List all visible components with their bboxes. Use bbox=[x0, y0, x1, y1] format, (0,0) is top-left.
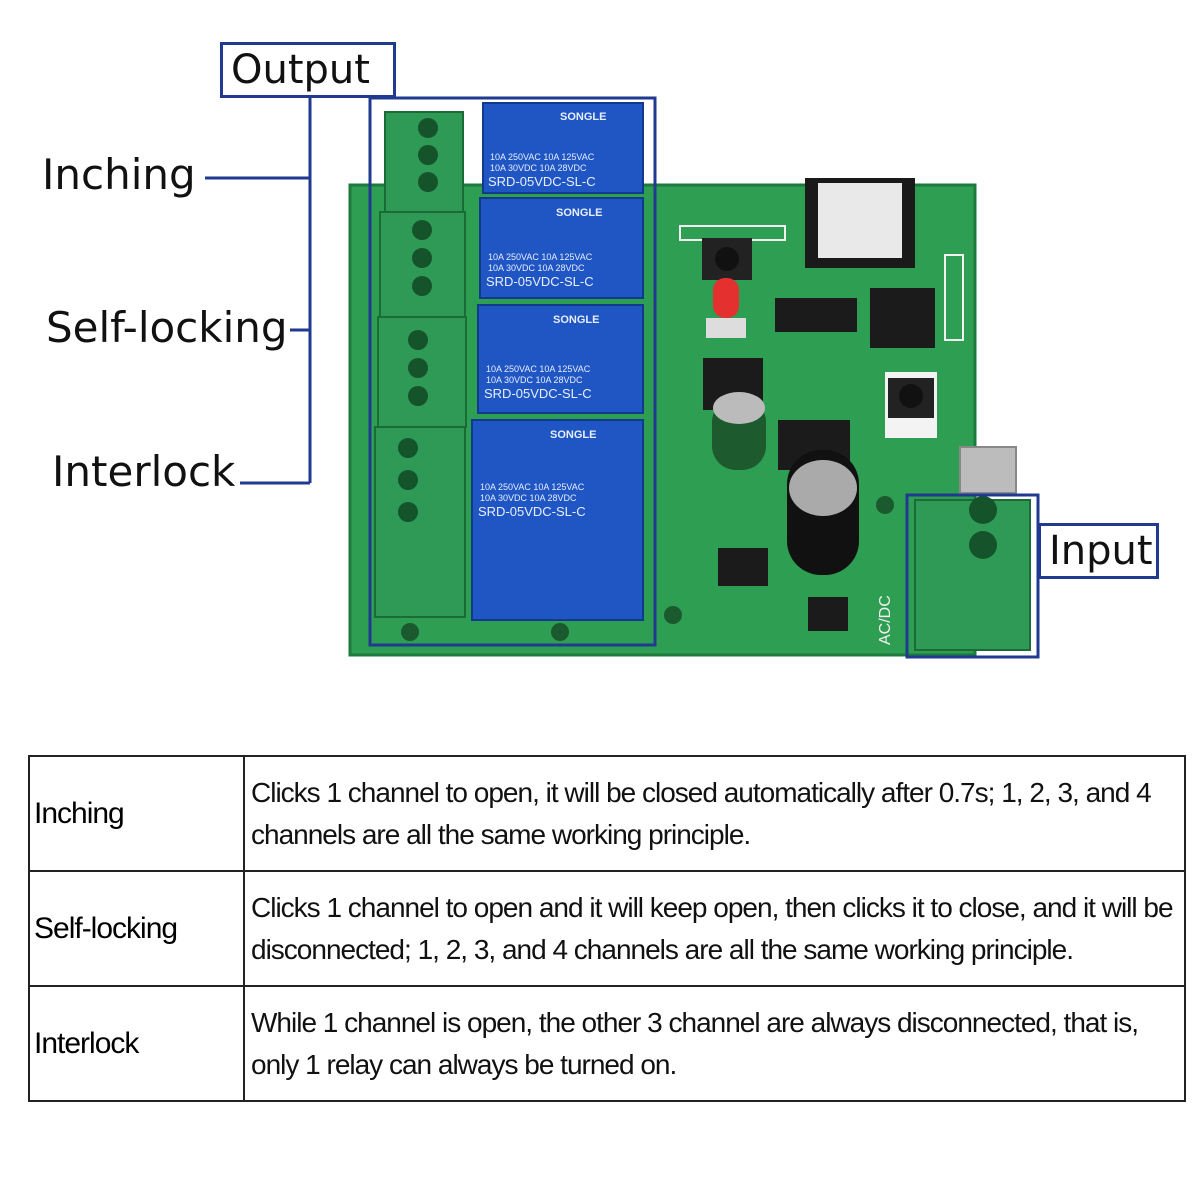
relay-model: SRD-05VDC-SL-C bbox=[484, 386, 592, 401]
input-terminal bbox=[914, 496, 1031, 651]
relay-rating: 10A 250VAC 10A 125VAC bbox=[490, 152, 595, 162]
relay-rating: 10A 250VAC 10A 125VAC bbox=[480, 482, 585, 492]
mode-description-cell: Clicks 1 channel to open and it will kee… bbox=[243, 870, 1186, 987]
output-highlight-box bbox=[368, 96, 657, 647]
ic-chip bbox=[775, 298, 857, 332]
relay-rating: 10A 30VDC 10A 28VDC bbox=[480, 493, 577, 503]
relay-rating: 10A 30VDC 10A 28VDC bbox=[490, 163, 587, 173]
table-row: Inching Clicks 1 channel to open, it wil… bbox=[28, 755, 1186, 872]
ic-chip bbox=[808, 597, 848, 631]
input-label: Input bbox=[1038, 523, 1159, 579]
table-row: Self-locking Clicks 1 channel to open an… bbox=[28, 870, 1186, 987]
mode-label-interlock: Interlock bbox=[52, 447, 236, 496]
mode-label-inching: Inching bbox=[42, 150, 196, 199]
relay-brand: SONGLE bbox=[556, 207, 602, 219]
relay-rating: 10A 30VDC 10A 28VDC bbox=[486, 375, 583, 385]
mode-description-cell: While 1 channel is open, the other 3 cha… bbox=[243, 985, 1186, 1102]
relay-board-figure: SONGLE 10A 250VAC 10A 125VAC 10A 30VDC 1… bbox=[205, 96, 1040, 659]
relay-model: SRD-05VDC-SL-C bbox=[478, 504, 586, 519]
push-button bbox=[702, 238, 752, 280]
output-terminals bbox=[374, 111, 467, 618]
usb-port bbox=[959, 446, 1017, 494]
mounting-hole bbox=[401, 623, 419, 641]
relay-2: SONGLE 10A 250VAC 10A 125VAC 10A 30VDC 1… bbox=[479, 197, 644, 299]
wifi-module bbox=[805, 178, 915, 268]
mode-description-cell: Clicks 1 channel to open, it will be clo… bbox=[243, 755, 1186, 872]
annotation-lines bbox=[205, 96, 312, 485]
relay-brand: SONGLE bbox=[550, 429, 596, 441]
relay-model: SRD-05VDC-SL-C bbox=[488, 174, 596, 189]
capacitor-large bbox=[787, 450, 859, 575]
mode-name-cell: Interlock bbox=[28, 985, 245, 1102]
relay-rating: 10A 30VDC 10A 28VDC bbox=[488, 263, 585, 273]
output-label: Output bbox=[220, 42, 396, 98]
ic-chip bbox=[870, 288, 935, 348]
pcb-edge bbox=[348, 183, 977, 657]
ic-chip bbox=[718, 548, 768, 586]
mounting-hole bbox=[664, 606, 682, 624]
relay-brand: SONGLE bbox=[553, 314, 599, 326]
relay-rating: 10A 250VAC 10A 125VAC bbox=[488, 252, 593, 262]
mode-label-self-locking: Self-locking bbox=[46, 303, 288, 352]
mode-name-cell: Inching bbox=[28, 755, 245, 872]
relay-4: SONGLE 10A 250VAC 10A 125VAC 10A 30VDC 1… bbox=[471, 419, 644, 621]
mode-description-table: Inching Clicks 1 channel to open, it wil… bbox=[28, 755, 1186, 1102]
red-led bbox=[706, 278, 746, 338]
mounting-hole bbox=[876, 496, 894, 514]
relay-1: SONGLE 10A 250VAC 10A 125VAC 10A 30VDC 1… bbox=[482, 102, 644, 194]
pin-header bbox=[944, 254, 964, 341]
relay-brand: SONGLE bbox=[560, 111, 606, 123]
board-silkscreen: AC/DC bbox=[877, 595, 894, 645]
table-row: Interlock While 1 channel is open, the o… bbox=[28, 985, 1186, 1102]
relay-model: SRD-05VDC-SL-C bbox=[486, 274, 594, 289]
relay-3: SONGLE 10A 250VAC 10A 125VAC 10A 30VDC 1… bbox=[477, 304, 644, 414]
mode-name-cell: Self-locking bbox=[28, 870, 245, 987]
relay-rating: 10A 250VAC 10A 125VAC bbox=[486, 364, 591, 374]
capacitor-small bbox=[712, 392, 766, 470]
push-button bbox=[885, 372, 937, 438]
mounting-hole bbox=[551, 623, 569, 641]
